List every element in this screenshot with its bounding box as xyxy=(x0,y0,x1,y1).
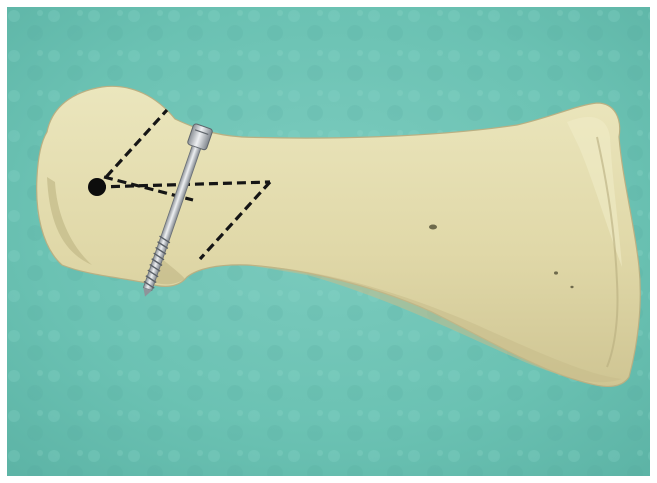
bone-illustration xyxy=(7,7,650,476)
bone-foramen-small xyxy=(554,271,558,274)
pivot-point-dot xyxy=(88,178,106,196)
bone-foramen-tiny xyxy=(570,286,573,288)
photo-area xyxy=(7,7,650,476)
bone-foramen xyxy=(429,225,437,230)
